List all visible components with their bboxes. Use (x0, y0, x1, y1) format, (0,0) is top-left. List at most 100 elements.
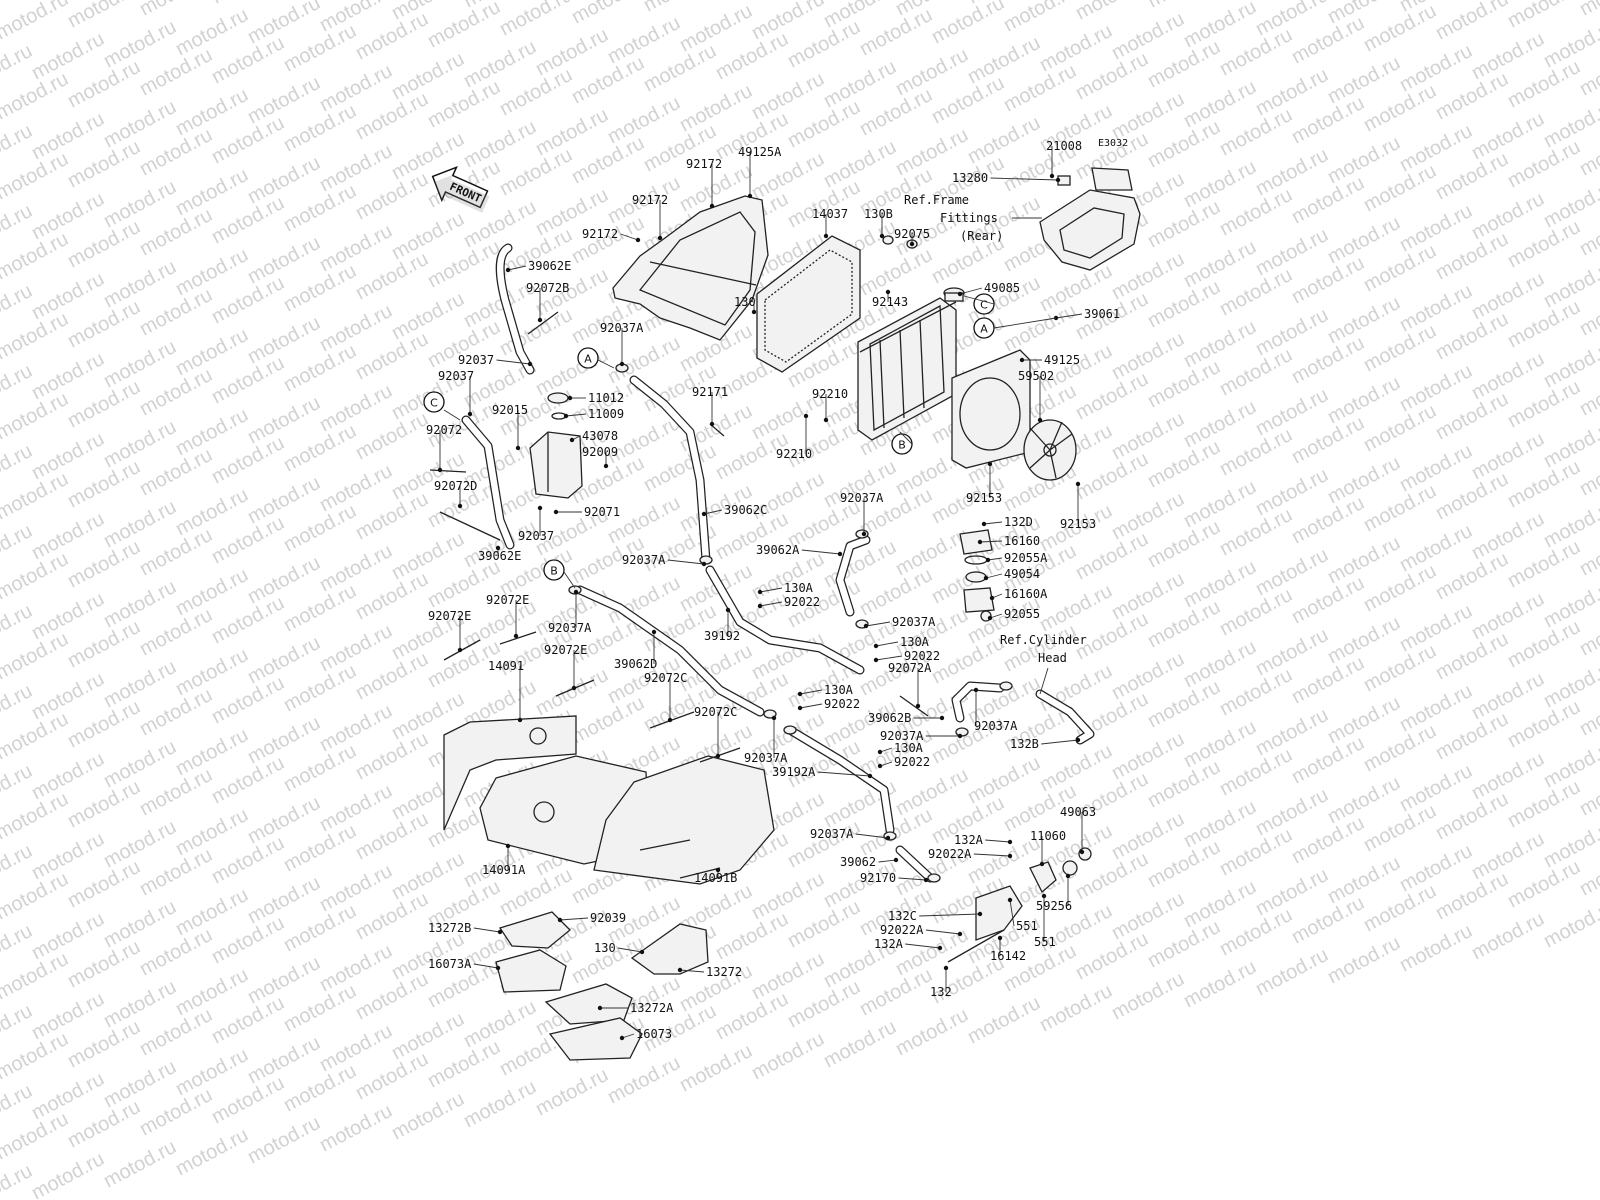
watermark-text: motod.ru (1108, 968, 1188, 1024)
watermark-text: motod.ru (208, 352, 288, 408)
part-label-92037A-g: 92037A (880, 729, 924, 743)
watermark-text: motod.ru (1216, 264, 1296, 320)
radiator-39061 (857, 297, 957, 441)
callout-leader (597, 359, 615, 369)
part-label-43078: 43078 (582, 429, 618, 443)
leader-anchor-dot (747, 193, 753, 199)
leader-anchor-dot (757, 603, 763, 609)
part-label-92037-b: 92037 (438, 369, 474, 383)
leader-anchor-dot (497, 929, 503, 935)
leader-anchor-dot (573, 589, 579, 595)
watermark-text: motod.ru (928, 72, 1008, 128)
leader-anchor-dot (893, 857, 899, 863)
watermark-text: motod.ru (1324, 932, 1404, 988)
part-label-16073: 16073 (636, 1027, 672, 1041)
watermark-text: motod.ru (64, 456, 144, 512)
leader-anchor-dot (987, 461, 993, 467)
part-label-16160: 16160 (1004, 534, 1040, 548)
watermark-text: motod.ru (64, 296, 144, 352)
watermark-text: motod.ru (748, 1028, 828, 1084)
leader-anchor-dot (517, 717, 523, 723)
ref-cylinder-head-note: Ref.Cylinder Head (1000, 633, 1087, 695)
leader-anchor-dot (989, 595, 995, 601)
watermark-text: motod.ru (1288, 732, 1368, 788)
leader-line (703, 509, 723, 515)
part-label-551-a: 551 (1016, 919, 1038, 933)
watermark-text: motod.ru (136, 684, 216, 740)
leader-anchor-dot (1075, 481, 1081, 487)
leader-line (817, 771, 871, 777)
leader-anchor-dot (937, 945, 943, 951)
watermark-text: motod.ru (1144, 356, 1224, 412)
leader-line (987, 557, 1003, 561)
watermark-text: motod.ru (280, 180, 360, 236)
watermark-text: motod.ru (1288, 492, 1368, 548)
leader-lines (437, 146, 1085, 1041)
leader-line (617, 947, 643, 953)
leader-anchor-dot (973, 687, 979, 693)
clamps-and-fasteners (429, 235, 1013, 883)
watermark-text: motod.ru (1360, 400, 1440, 456)
part-label-130A-c: 130A (824, 683, 854, 697)
callout-a: A (577, 347, 599, 369)
leader-anchor-dot (873, 657, 879, 663)
part-label-92022A-b: 92022A (880, 923, 924, 937)
leader-anchor-dot (757, 589, 763, 595)
part-label-132D: 132D (1004, 515, 1033, 529)
watermark-text: motod.ru (208, 192, 288, 248)
watermark-text: motod.ru (64, 616, 144, 672)
watermark-text: motod.ru (100, 1136, 180, 1192)
part-label-92143: 92143 (872, 295, 908, 309)
leader-anchor-dot (751, 309, 757, 315)
leader-anchor-dot (1049, 173, 1055, 179)
leader-line (898, 877, 927, 881)
leader-line (473, 927, 501, 933)
watermark-text: motod.ru (568, 52, 648, 108)
callout-letter: A (584, 353, 592, 366)
leader-anchor-dot (553, 509, 559, 515)
part-label-11060: 11060 (1030, 829, 1066, 843)
callout-c: C (423, 391, 445, 413)
watermark-text: motod.ru (424, 0, 504, 52)
part-label-92037A-c: 92037A (622, 553, 666, 567)
watermark-text: motod.ru (136, 524, 216, 580)
part-label-92037A-d: 92037A (548, 621, 592, 635)
leader-anchor-dot (1041, 893, 1047, 899)
leader-line (799, 689, 823, 695)
watermark-text: motod.ru (1504, 776, 1584, 832)
watermark-text: motod.ru (1216, 24, 1296, 80)
part-label-92037A-b: 92037A (840, 491, 884, 505)
watermark-text: motod.ru (1432, 388, 1512, 444)
watermark-text: motod.ru (1360, 640, 1440, 696)
leader-anchor-dot (667, 717, 673, 723)
watermark-text: motod.ru (1000, 0, 1080, 36)
part-label-16142: 16142 (990, 949, 1026, 963)
diagram-code: E3032 (1098, 138, 1128, 149)
watermark-text: motod.ru (64, 216, 144, 272)
leader-anchor-dot (957, 733, 963, 739)
leader-anchor-dot (977, 911, 983, 917)
part-label-59256: 59256 (1036, 899, 1072, 913)
part-label-92072D: 92072D (434, 479, 477, 493)
leader-anchor-dot (977, 539, 983, 545)
watermark-text: motod.ru (712, 28, 792, 84)
part-label-92210-a: 92210 (812, 387, 848, 401)
part-label-92072C-b: 92072C (694, 705, 737, 719)
part-label-92022-d: 92022 (894, 755, 930, 769)
watermark-text: motod.ru (64, 536, 144, 592)
leader-anchor-dot (803, 413, 809, 419)
watermark-text: motod.ru (64, 136, 144, 192)
watermark-text: motod.ru (1432, 468, 1512, 524)
watermark-text: motod.ru (208, 0, 288, 8)
part-label-39062E-a: 39062E (528, 259, 571, 273)
watermark-text: motod.ru (676, 1040, 756, 1096)
watermark-text: motod.ru (1072, 928, 1152, 984)
part-label-92170: 92170 (860, 871, 896, 885)
leader-line (855, 833, 889, 839)
leader-anchor-dot (985, 557, 991, 563)
leader-anchor-dot (915, 703, 921, 709)
watermark-text: motod.ru (1288, 12, 1368, 68)
leader-anchor-dot (457, 647, 463, 653)
watermark-text: motod.ru (64, 56, 144, 112)
